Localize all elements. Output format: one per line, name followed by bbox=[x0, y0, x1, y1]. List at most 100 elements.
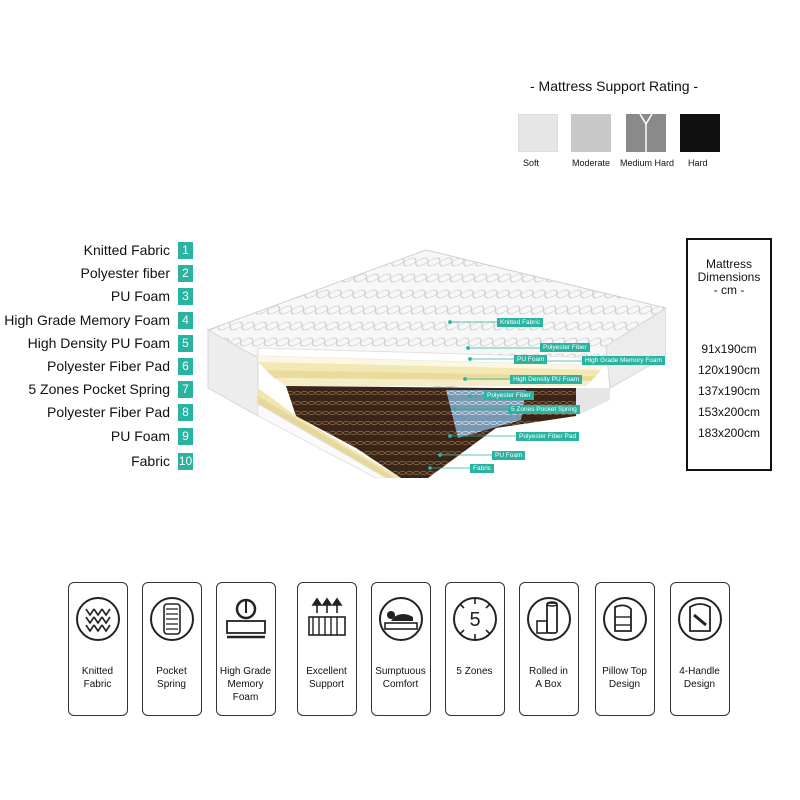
pocket-spring-zone bbox=[446, 390, 526, 438]
swatch-moderate bbox=[571, 114, 611, 152]
feature-card-support: Excellent Support bbox=[297, 582, 357, 716]
polyester-fiber-layer bbox=[258, 356, 606, 370]
layer-name: Polyester fiber bbox=[80, 265, 170, 281]
feature-label: 5 Zones bbox=[446, 665, 503, 678]
feature-label: High Grade Memory Foam bbox=[217, 665, 274, 704]
feature-label-line: Foam bbox=[232, 692, 259, 703]
dimension-size: 137x190cm bbox=[697, 384, 761, 398]
layer-number-badge: 10 bbox=[178, 452, 193, 470]
dimensions-unit: - cm - bbox=[713, 283, 745, 297]
layer-name: 5 Zones Pocket Spring bbox=[28, 381, 170, 397]
swatch-label-soft: Soft bbox=[523, 158, 540, 168]
feature-card-five-zones: 5 5 Zones bbox=[445, 582, 505, 716]
feature-label: Knitted Fabric bbox=[69, 665, 126, 691]
layer-name: Fabric bbox=[131, 453, 170, 469]
knitted-fabric-icon bbox=[76, 597, 120, 641]
pillow-top-icon bbox=[603, 597, 647, 641]
feature-card-pocket-spring: Pocket Spring bbox=[142, 582, 202, 716]
callout-tag: Polyester Fiber Pad bbox=[516, 432, 580, 441]
feature-label-line: 4-Handle bbox=[679, 666, 720, 677]
bottom-pu-foam-layer bbox=[258, 396, 396, 478]
callout-tag: PU Foam bbox=[514, 355, 548, 364]
dimension-size: 153x200cm bbox=[697, 405, 761, 419]
rolled-box-icon bbox=[527, 597, 571, 641]
layer-row: PU Foam 3 bbox=[111, 286, 193, 306]
high-density-foam-layer bbox=[274, 378, 591, 386]
feature-label-line: Spring bbox=[157, 679, 186, 690]
dimension-size: 91x190cm bbox=[701, 342, 757, 356]
feature-card-four-handle: 4-Handle Design bbox=[670, 582, 730, 716]
support-rating-title: - Mattress Support Rating - bbox=[530, 78, 699, 94]
layer-name: PU Foam bbox=[110, 428, 170, 444]
swatch-soft bbox=[518, 114, 558, 152]
mattress-right-edge bbox=[576, 388, 610, 416]
layer-row: 5 Zones Pocket Spring 7 bbox=[28, 379, 193, 399]
layer-name: PU Foam bbox=[110, 288, 170, 304]
feature-label: Pillow Top Design bbox=[596, 665, 653, 691]
feature-card-comfort: Sumptuous Comfort bbox=[371, 582, 431, 716]
dimensions-title: Mattress Dimensions - cm - bbox=[686, 258, 772, 297]
layer-number-badge: 9 bbox=[178, 427, 193, 445]
feature-label: Excellent Support bbox=[298, 665, 355, 691]
feature-label-line: Design bbox=[608, 679, 641, 690]
dimension-size: 183x200cm bbox=[697, 426, 761, 440]
layer-number-badge: 3 bbox=[178, 287, 193, 305]
swatch-label-medium-hard: Medium Hard bbox=[620, 158, 675, 168]
four-handle-icon bbox=[678, 597, 722, 641]
pu-foam-layer bbox=[258, 362, 601, 376]
feature-label-line: Rolled in bbox=[529, 666, 568, 677]
feature-label-line: 5 Zones bbox=[456, 666, 493, 677]
layer-name: High Grade Memory Foam bbox=[4, 312, 170, 328]
pocket-spring-icon bbox=[150, 597, 194, 641]
feature-label-line: Pillow Top bbox=[602, 666, 647, 677]
layer-row: Fabric 10 bbox=[131, 451, 193, 471]
callout-tag: High Grade Memory Foam bbox=[582, 356, 665, 365]
five-zones-icon: 5 bbox=[453, 597, 497, 641]
feature-label-line: Knitted bbox=[81, 666, 114, 677]
comfort-icon bbox=[379, 597, 423, 641]
dimensions-title-line: Mattress bbox=[705, 257, 752, 271]
feature-label-line: Sumptuous bbox=[375, 666, 426, 677]
layer-name: Polyester Fiber Pad bbox=[47, 358, 170, 374]
callout-tag: Polyester Fiber bbox=[540, 343, 590, 352]
layer-name: Knitted Fabric bbox=[83, 242, 170, 258]
bottom-fabric-layer bbox=[257, 403, 387, 478]
feature-label-line: Design bbox=[683, 679, 716, 690]
callout-tag: Fabric bbox=[470, 464, 495, 473]
callout-tag: High Density PU Foam bbox=[510, 375, 583, 384]
callout-tag: Knitted Fabric bbox=[497, 318, 544, 327]
swatch-medium-hard bbox=[626, 114, 666, 152]
feature-label-line: Comfort bbox=[382, 679, 419, 690]
feature-card-pillow-top: Pillow Top Design bbox=[595, 582, 655, 716]
feature-card-knitted-fabric: Knitted Fabric bbox=[68, 582, 128, 716]
dimensions-title-line: Dimensions bbox=[697, 270, 761, 284]
dimension-size: 120x190cm bbox=[697, 363, 761, 377]
layer-number-badge: 7 bbox=[178, 380, 193, 398]
layer-name: High Density PU Foam bbox=[27, 335, 170, 351]
svg-text:5: 5 bbox=[469, 609, 480, 631]
callout-tag: 5 Zones Pocket Spring bbox=[508, 405, 580, 414]
layer-row: High Density PU Foam 5 bbox=[28, 333, 193, 353]
feature-label-line: Excellent bbox=[306, 666, 347, 677]
layer-number-badge: 5 bbox=[178, 334, 193, 352]
swatch-label-moderate: Moderate bbox=[572, 158, 611, 168]
feature-card-rolled-box: Rolled in A Box bbox=[519, 582, 579, 716]
layer-row: PU Foam 9 bbox=[111, 426, 193, 446]
callout-tag: PU Foam bbox=[492, 451, 526, 460]
feature-label: Pocket Spring bbox=[143, 665, 200, 691]
feature-label: Rolled in A Box bbox=[520, 665, 577, 691]
feature-label-line: High Grade bbox=[219, 666, 272, 677]
feature-label: 4-Handle Design bbox=[671, 665, 728, 691]
memory-foam-icon bbox=[226, 598, 266, 639]
mattress-side-panel bbox=[605, 307, 666, 389]
layer-row: Knitted Fabric 1 bbox=[84, 240, 193, 260]
swatch-label-hard: Hard bbox=[688, 158, 708, 168]
support-icon bbox=[308, 597, 346, 636]
layer-number-badge: 6 bbox=[178, 357, 193, 375]
feature-label: Sumptuous Comfort bbox=[372, 665, 429, 691]
layer-number-badge: 8 bbox=[178, 403, 193, 421]
layer-number-badge: 1 bbox=[178, 241, 193, 259]
feature-label-line: Pocket bbox=[156, 666, 187, 677]
